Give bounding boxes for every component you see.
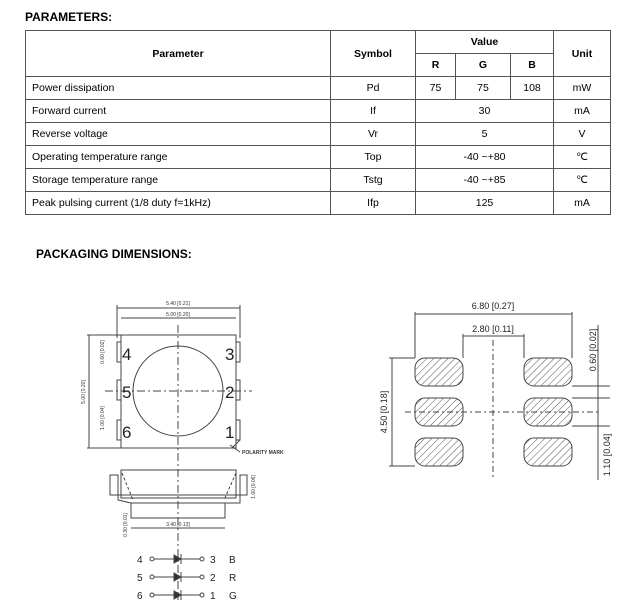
polarity-mark-label: POLARITY MARK [242, 450, 284, 456]
circuit-left-pin: 4 [137, 555, 143, 566]
pin-4-label: 4 [122, 345, 131, 364]
pin-5-label: 5 [122, 383, 131, 402]
param-cell: Power dissipation [25, 76, 331, 100]
header-value: Value [415, 30, 554, 54]
header-unit: Unit [553, 30, 611, 77]
parameters-table: Parameter Symbol Value Unit R G B Power … [25, 30, 611, 215]
param-cell: Peak pulsing current (1/8 duty f=1kHz) [25, 191, 331, 215]
circuit-color: B [229, 555, 236, 566]
footprint-view [389, 312, 610, 480]
unit-cell: mA [553, 99, 611, 123]
circuit-row-red [149, 572, 205, 582]
header-parameter: Parameter [25, 30, 331, 77]
circuit-row-blue [149, 554, 205, 564]
packaging-heading: PACKAGING DIMENSIONS: [36, 247, 192, 261]
dim-side-lead: 0.30 [0.01] [123, 513, 129, 537]
value-cell: -40 ~+80 [415, 145, 554, 169]
header-g: G [455, 53, 511, 77]
dim-height: 4.50 [0.18] [379, 391, 389, 434]
dim-outer: 6.80 [0.27] [472, 301, 515, 311]
dim-pad-top: 0.60 [0.02] [100, 340, 106, 364]
circuit-right-pin: 2 [210, 573, 216, 584]
unit-cell: mW [553, 76, 611, 100]
circuit-left-pin: 5 [137, 573, 143, 584]
dim-pad: 1.10 [0.04] [602, 434, 612, 477]
unit-cell: mA [553, 191, 611, 215]
circuit-color: R [229, 573, 236, 584]
pin-3-label: 3 [225, 345, 234, 364]
top-view [87, 305, 252, 600]
circuit-left-pin: 6 [137, 591, 143, 602]
dim-gap: 0.60 [0.02] [588, 329, 598, 372]
circuit-color: G [229, 591, 237, 602]
dim-width-inner: 5.00 [0.20] [166, 312, 190, 318]
table-row: Peak pulsing current (1/8 duty f=1kHz)If… [25, 191, 611, 215]
table-row: Power dissipation Pd 75 75 108 mW [25, 76, 611, 100]
circuit-diagram: 4 3 B 5 2 R 6 1 G [137, 554, 237, 602]
symbol-cell: Vr [330, 122, 416, 146]
dim-pad: 1.00 [0.04] [100, 406, 106, 430]
circuit-row-green [149, 590, 205, 600]
header-symbol: Symbol [330, 30, 416, 77]
value-cell: 5 [415, 122, 554, 146]
pin-2-label: 2 [225, 383, 234, 402]
pin-6-label: 6 [122, 423, 131, 442]
value-cell: -40 ~+85 [415, 168, 554, 192]
dim-height: 5.00 [0.20] [81, 380, 87, 404]
symbol-cell: If [330, 99, 416, 123]
symbol-cell: Ifp [330, 191, 416, 215]
parameters-heading: PARAMETERS: [25, 10, 113, 24]
dim-width-outer: 5.40 [0.21] [166, 301, 190, 307]
dim-side-base: 3.40 [0.13] [166, 522, 190, 528]
header-b: B [510, 53, 554, 77]
g-cell: 75 [455, 76, 511, 100]
circuit-right-pin: 3 [210, 555, 216, 566]
dim-inner: 2.80 [0.11] [472, 324, 514, 334]
unit-cell: V [553, 122, 611, 146]
dim-side-height: 1.60 [0.06] [251, 475, 257, 499]
circuit-right-pin: 1 [210, 591, 216, 602]
pin-1-label: 1 [225, 423, 234, 442]
symbol-cell: Pd [330, 76, 416, 100]
